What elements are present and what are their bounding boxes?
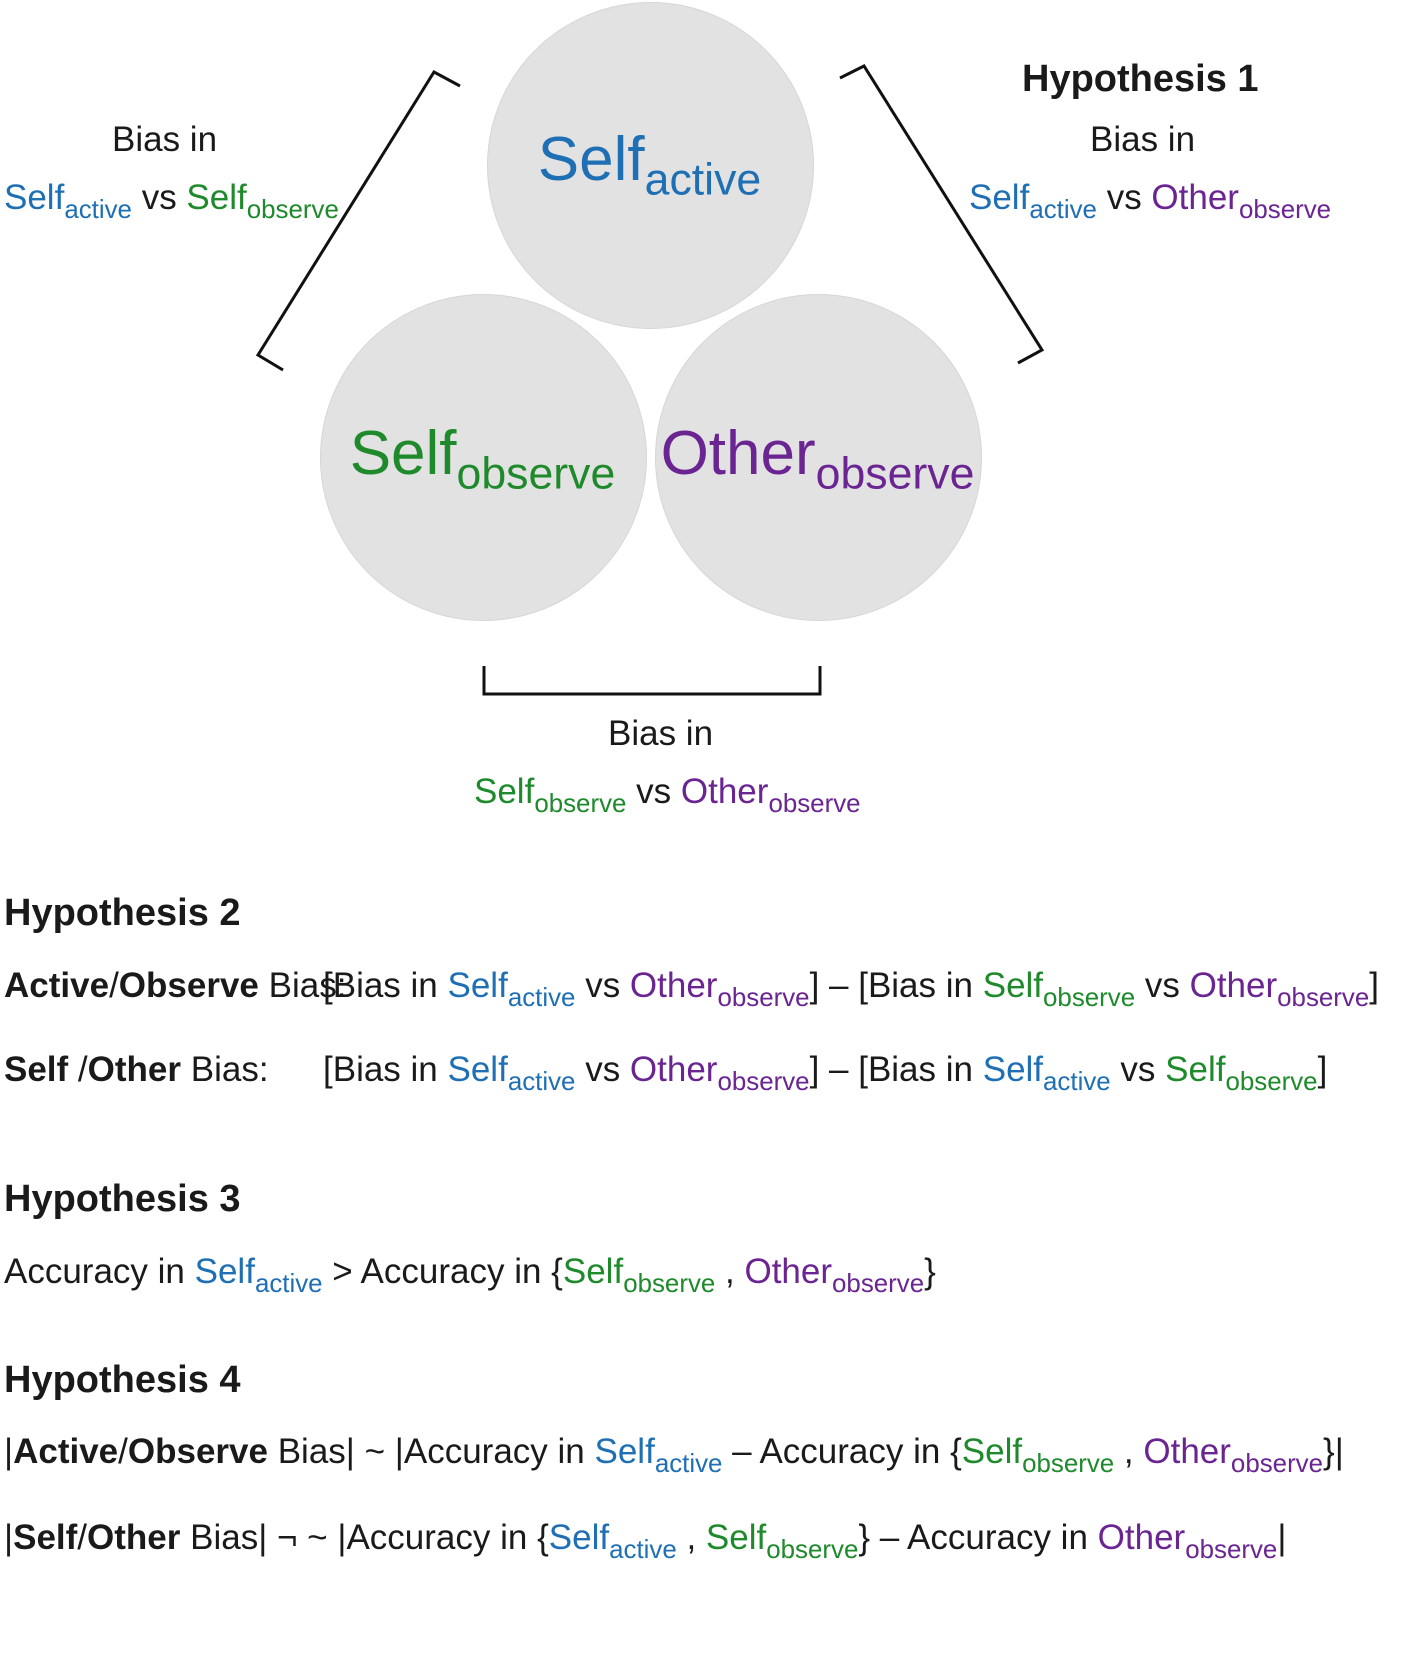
bracket-left <box>255 70 461 372</box>
bottom-bias-label: Bias in <box>608 714 714 753</box>
h2-row2-formula: [Bias in Selfactive vs Otherobserve] – [… <box>323 1050 1328 1096</box>
h2-row2-label: Self /Other Bias: <box>4 1050 269 1089</box>
left-bias-terms: Selfactive vs Selfobserve <box>4 178 339 224</box>
hypothesis1-title: Hypothesis 1 <box>1022 58 1259 100</box>
hypothesis3-title: Hypothesis 3 <box>4 1178 241 1220</box>
h2-row1-label: Active/Observe Bias: <box>4 966 347 1005</box>
circle-self-active <box>487 2 814 329</box>
left-bias-label: Bias in <box>112 120 218 159</box>
h3-formula: Accuracy in Selfactive > Accuracy in {Se… <box>4 1252 936 1298</box>
h4-row1-formula: |Active/Observe Bias| ~ |Accuracy in Sel… <box>4 1432 1344 1478</box>
right-bias-terms: Selfactive vs Otherobserve <box>969 178 1332 224</box>
circle-label-self-observe: Selfobserve <box>349 419 616 499</box>
circle-other-observe <box>655 294 982 621</box>
circle-self-observe <box>320 294 647 621</box>
h4-row2-formula: |Self/Other Bias| ¬ ~ |Accuracy in {Self… <box>4 1518 1287 1564</box>
hypothesis4-title: Hypothesis 4 <box>4 1359 241 1401</box>
right-bias-label: Bias in <box>1090 120 1196 159</box>
circle-label-other-observe: Otherobserve <box>660 419 975 499</box>
hypothesis2-title: Hypothesis 2 <box>4 892 241 934</box>
bracket-right <box>839 64 1045 365</box>
h2-row1-formula: [Bias in Selfactive vs Otherobserve] – [… <box>323 966 1379 1012</box>
bracket-bottom <box>482 666 822 696</box>
circle-label-self-active: Selfactive <box>537 125 762 205</box>
bottom-bias-terms: Selfobserve vs Otherobserve <box>474 772 861 818</box>
